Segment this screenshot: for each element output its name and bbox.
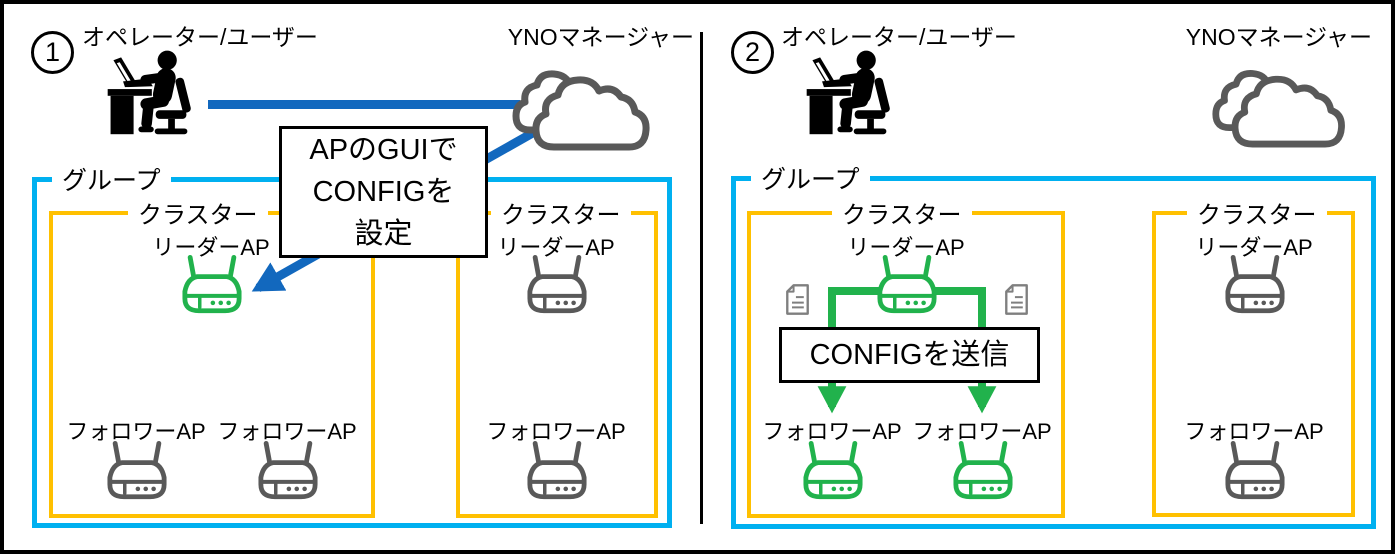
step-1-number: 1 bbox=[44, 37, 61, 67]
step-2-badge: 2 bbox=[731, 31, 774, 74]
panel-divider bbox=[700, 32, 703, 524]
follower-ap-icon-2a1 bbox=[793, 439, 873, 509]
follower-ap-label-2a1: フォロワーAP bbox=[762, 419, 902, 444]
follower-ap-icon-1a1 bbox=[97, 439, 177, 509]
operator-label-2: オペレーター/ユーザー bbox=[781, 24, 1017, 50]
operator-label-1: オペレーター/ユーザー bbox=[82, 24, 318, 50]
cluster-label-2a: クラスター bbox=[832, 195, 972, 230]
follower-ap-label-1a1: フォロワーAP bbox=[66, 419, 206, 444]
step-1-badge: 1 bbox=[31, 31, 74, 74]
operator-person-icon-2 bbox=[799, 46, 895, 136]
follower-ap-label-1b1: フォロワーAP bbox=[486, 419, 626, 444]
callout-line-1: APのGUIで bbox=[309, 134, 458, 166]
follower-ap-label-1a2: フォロワーAP bbox=[217, 419, 357, 444]
config-document-icon-right bbox=[1003, 283, 1030, 316]
cluster-label-2b: クラスター bbox=[1187, 195, 1327, 230]
follower-ap-label-2a2: フォロワーAP bbox=[912, 419, 1052, 444]
follower-ap-label-2b1: フォロワーAP bbox=[1184, 419, 1324, 444]
operator-person-icon-1 bbox=[100, 46, 196, 136]
callout-send-config-text: CONFIGを送信 bbox=[809, 339, 1010, 371]
leader-ap-label-2a: リーダーAP bbox=[847, 235, 965, 260]
leader-ap-icon-2b bbox=[1215, 253, 1295, 323]
leader-ap-icon-2a bbox=[867, 253, 947, 323]
yno-manager-label-2: YNOマネージャー bbox=[1185, 24, 1372, 50]
leader-ap-label-1a: リーダーAP bbox=[152, 235, 270, 260]
callout-send-config: CONFIGを送信 bbox=[779, 327, 1040, 383]
operator-to-cloud-connector bbox=[208, 100, 520, 109]
group-label-1: グループ bbox=[52, 161, 171, 197]
follower-ap-icon-2b1 bbox=[1215, 439, 1295, 509]
group-label-2: グループ bbox=[751, 160, 870, 196]
follower-ap-icon-1a2 bbox=[248, 439, 328, 509]
leader-ap-label-2b: リーダーAP bbox=[1195, 235, 1313, 260]
leader-ap-icon-1a bbox=[172, 253, 252, 323]
callout-line-2: CONFIGを bbox=[312, 176, 455, 208]
follower-ap-icon-1b1 bbox=[517, 439, 597, 509]
cluster-label-1a: クラスター bbox=[128, 195, 268, 230]
cloud-icon-1 bbox=[510, 54, 660, 154]
cluster-label-1b: クラスター bbox=[491, 195, 631, 230]
cloud-icon-2 bbox=[1210, 54, 1355, 151]
callout-config-via-gui: APのGUIで CONFIGを 設定 bbox=[279, 126, 488, 258]
config-document-icon-left bbox=[784, 283, 811, 316]
step-2-number: 2 bbox=[744, 37, 761, 67]
group-box-2 bbox=[731, 176, 1376, 529]
yno-manager-label-1: YNOマネージャー bbox=[507, 24, 694, 50]
callout-line-3: 設定 bbox=[354, 218, 413, 250]
follower-ap-icon-2a2 bbox=[943, 439, 1023, 509]
leader-ap-icon-1b bbox=[517, 253, 597, 323]
